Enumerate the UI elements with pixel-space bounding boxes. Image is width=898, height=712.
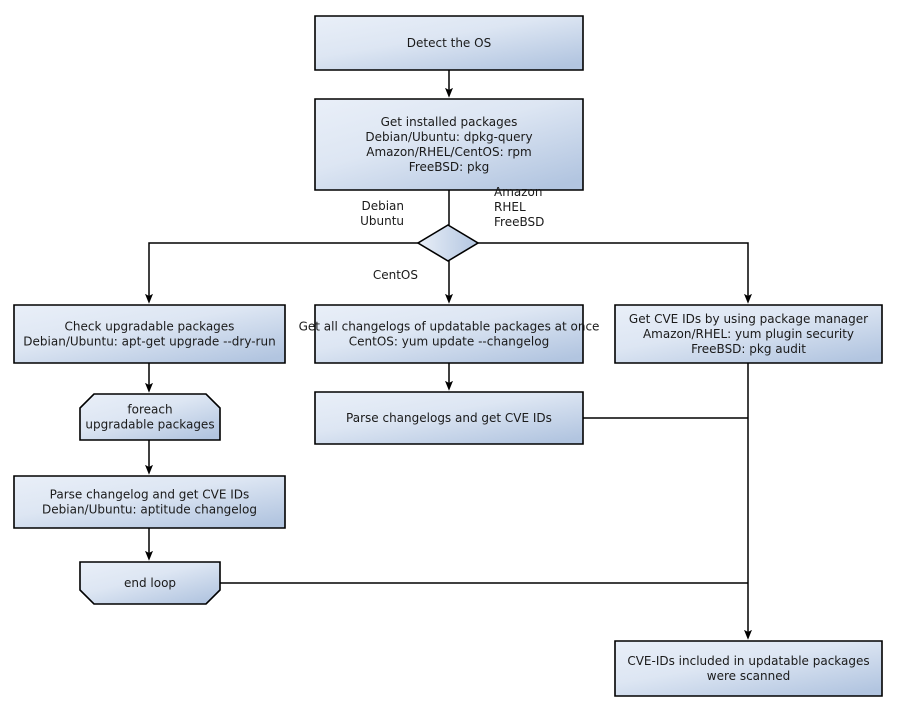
node-label-end-loop: end loop — [124, 576, 176, 590]
node-detect-os[interactable]: Detect the OS — [314, 15, 584, 71]
node-label-parse-changelogs-cve-ids: Parse changelogs and get CVE IDs — [346, 411, 552, 425]
edges-layer — [145, 70, 752, 640]
node-os-decision[interactable] — [416, 224, 480, 262]
label-centos: CentOS — [373, 268, 418, 282]
node-shape-check-upgradable-packages — [13, 304, 286, 364]
node-shape-end-loop — [79, 561, 221, 605]
edge-decision-to-check-upgradable — [145, 242, 418, 304]
node-shape-get-cve-ids-package-manager — [614, 304, 883, 364]
node-shape-get-installed-packages — [314, 98, 584, 191]
edge-decision-to-package-manager — [478, 242, 752, 304]
node-end-loop[interactable]: end loop — [79, 561, 221, 605]
node-shape-foreach-upgradable-packages — [79, 393, 221, 441]
node-shape-os-decision — [416, 224, 480, 262]
node-get-all-changelogs[interactable]: Get all changelogs of updatable packages… — [299, 304, 600, 364]
node-shape-detect-os — [314, 15, 584, 71]
node-label-get-all-changelogs: Get all changelogs of updatable packages… — [299, 319, 600, 348]
node-shape-get-all-changelogs — [314, 304, 584, 364]
node-parse-changelogs-cve-ids[interactable]: Parse changelogs and get CVE IDs — [314, 391, 584, 445]
node-label-detect-os: Detect the OS — [407, 36, 491, 50]
node-shape-parse-changelog-cve-ids — [13, 475, 286, 529]
node-shape-parse-changelogs-cve-ids — [314, 391, 584, 445]
node-shape-cve-ids-scanned — [614, 640, 883, 697]
